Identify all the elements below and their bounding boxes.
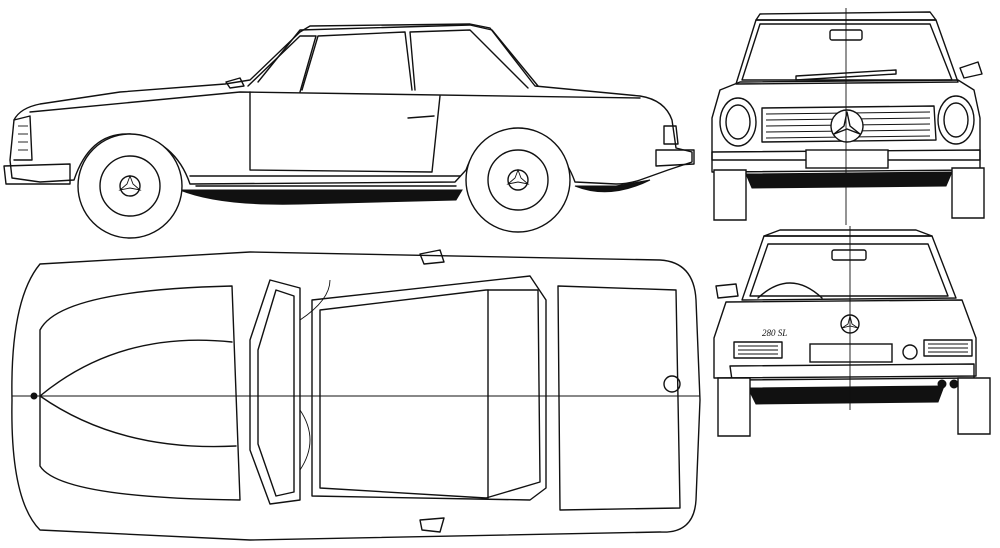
rear-badge: 280 SL [762,328,787,338]
top-view [11,249,701,541]
front-view [711,8,985,225]
side-view [3,23,695,239]
rear-view: 280 SL [713,226,991,437]
